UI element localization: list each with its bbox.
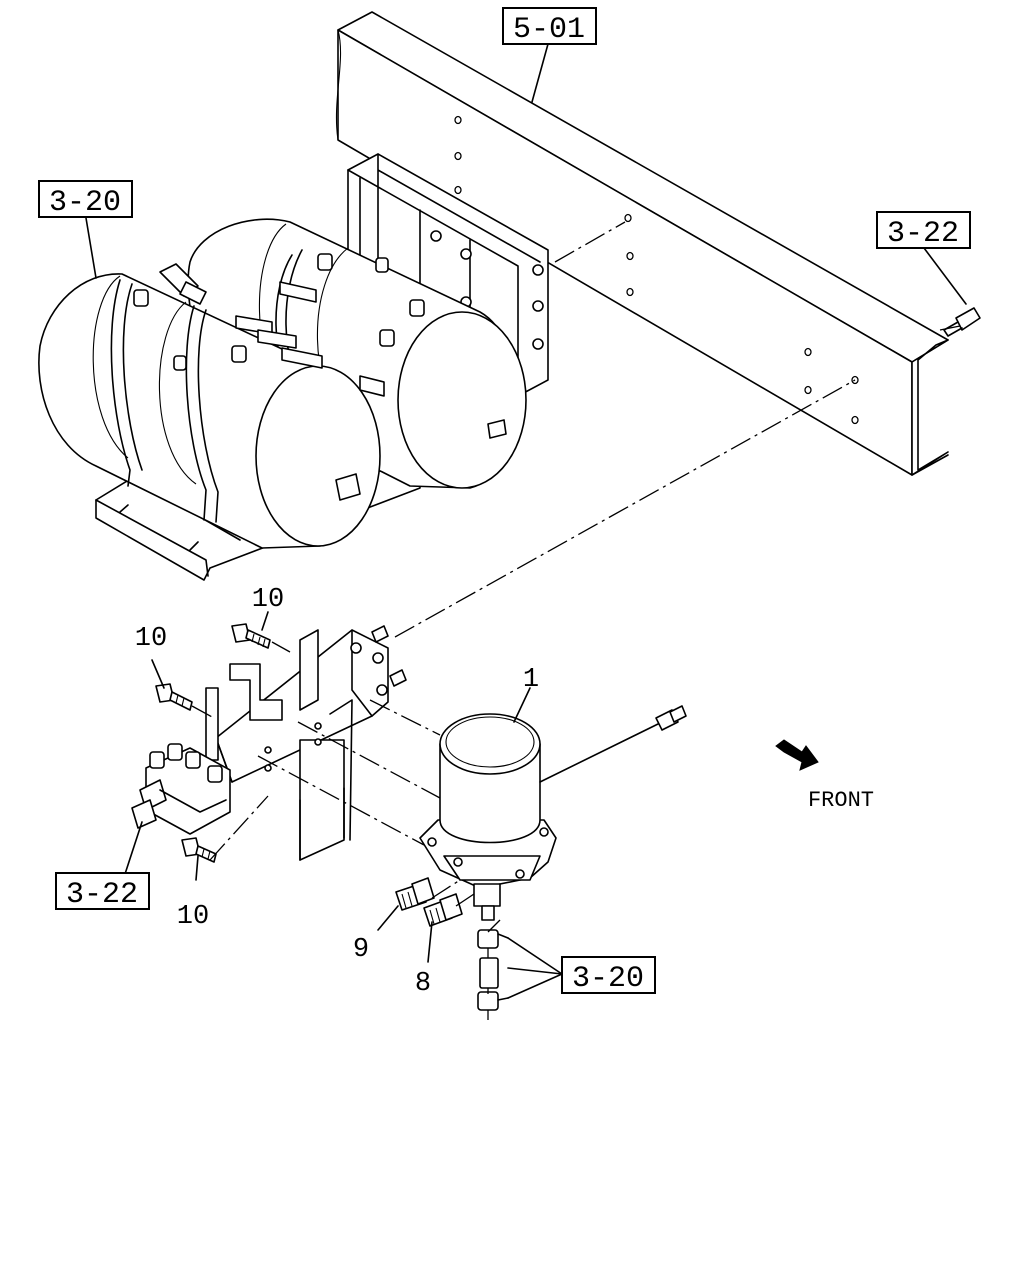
ref-frame-bolt-label: 3-22 [887, 217, 959, 251]
callout-bolt-bottom: 10 [177, 902, 209, 932]
dryer-bracket [205, 625, 407, 861]
frame-rail [335, 11, 949, 476]
callout-bolt-left: 10 [135, 624, 167, 654]
dryer-lower-fittings [477, 929, 509, 1011]
valve-assembly [131, 743, 231, 835]
callout-fitting-9: 9 [353, 935, 369, 965]
assembly-lines [191, 221, 961, 1020]
air-dryer [419, 713, 557, 921]
ref-box-tanks: 3-20 [38, 180, 133, 220]
ref-dryer-fittings-label: 3-20 [572, 962, 644, 996]
ref-frame-label: 5-01 [513, 13, 585, 47]
fitting-8 [423, 893, 463, 927]
fitting-9 [395, 877, 435, 911]
callout-dryer: 1 [523, 665, 539, 695]
ref-valve-pipe-label: 3-22 [66, 878, 138, 912]
arrow-icon [775, 739, 819, 771]
front-indicator: FRONT [775, 739, 874, 813]
bolt-top [231, 623, 271, 649]
rear-air-tank [187, 218, 527, 489]
ref-box-valve-pipe: 3-22 [55, 872, 150, 912]
dryer-harness [539, 705, 687, 783]
callout-bolt-top: 10 [252, 585, 284, 615]
ref-box-dryer-fittings: 3-20 [561, 956, 656, 996]
frame-bolt [943, 307, 981, 337]
bolt-left [155, 683, 193, 711]
ref-box-frame: 5-01 [502, 7, 597, 47]
frame-holes [454, 115, 859, 425]
leader-lines [85, 43, 967, 999]
tank-fittings [133, 253, 507, 501]
front-label: FRONT [808, 788, 874, 813]
ref-tanks-label: 3-20 [49, 186, 121, 220]
front-air-tank [38, 273, 381, 549]
ref-box-frame-bolt: 3-22 [876, 211, 971, 251]
callout-fitting-8: 8 [415, 969, 431, 999]
